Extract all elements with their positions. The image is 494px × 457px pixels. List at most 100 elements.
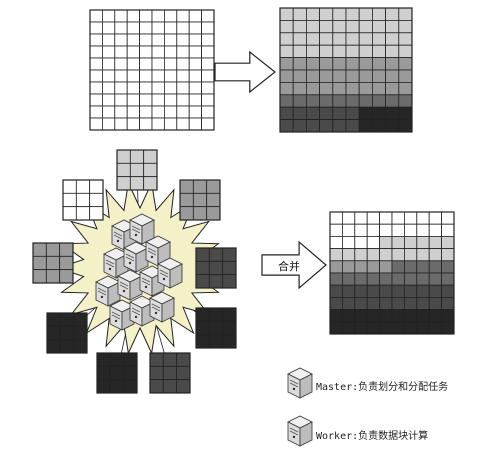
- grid-cell: [179, 192, 194, 208]
- grid-cell: [102, 105, 116, 119]
- grid-cell: [366, 296, 381, 310]
- grid-cell: [89, 105, 103, 119]
- grid-cell: [279, 7, 294, 21]
- grid-cell: [116, 176, 131, 191]
- grid-cell: [126, 69, 140, 83]
- grid-cell: [441, 223, 455, 237]
- grid-cell: [416, 211, 430, 225]
- grid-cell: [62, 206, 77, 221]
- grid-cell: [89, 45, 103, 59]
- block-top-left: [62, 179, 104, 221]
- grid-cell: [366, 235, 381, 249]
- grid-cell: [222, 334, 237, 349]
- grid-cell: [188, 57, 202, 71]
- grid-cell: [279, 119, 294, 133]
- grid-cell: [341, 284, 356, 298]
- grid-cell: [208, 274, 224, 289]
- server-icon: [117, 269, 143, 301]
- grid-cell: [126, 57, 140, 71]
- grid-cell: [332, 7, 347, 21]
- grid-cell: [385, 82, 400, 96]
- grid-cell: [332, 19, 347, 34]
- grid-cell: [102, 117, 116, 131]
- grid-cell: [371, 94, 386, 108]
- server-icon: [157, 257, 183, 289]
- grid-cell: [123, 379, 138, 394]
- grid-cell: [109, 379, 125, 394]
- grid-cell: [345, 57, 360, 71]
- grid-cell: [292, 7, 307, 21]
- grid-cell: [89, 206, 104, 221]
- grid-cell: [129, 149, 145, 164]
- grid-cell: [292, 57, 307, 71]
- grid-cell: [319, 106, 334, 120]
- grid-cell: [391, 248, 405, 262]
- grid-cell: [62, 179, 77, 194]
- grid-cell: [114, 69, 128, 83]
- grid-cell: [371, 19, 386, 34]
- grid-cell: [149, 352, 164, 367]
- grid-border: [279, 7, 413, 133]
- grid-cell: [305, 119, 320, 133]
- grid-cell: [403, 272, 418, 286]
- grid-cell: [305, 106, 320, 120]
- grid-cell: [163, 57, 178, 71]
- grid-cell: [195, 274, 210, 289]
- block-left: [32, 242, 74, 284]
- grid-cell: [391, 296, 405, 310]
- grid-cell: [126, 81, 140, 95]
- grid-cell: [129, 162, 145, 178]
- grid-cell: [332, 57, 347, 71]
- grid-cell: [398, 106, 413, 120]
- grid-cell: [114, 9, 128, 23]
- grid-cell: [116, 149, 131, 164]
- grid-cell: [139, 105, 153, 119]
- grid-cell: [89, 57, 103, 71]
- grid-cell: [354, 272, 368, 286]
- grid-cell: [319, 7, 334, 21]
- grid-border: [195, 247, 237, 289]
- grid-cell: [188, 21, 202, 35]
- grid-cell: [379, 272, 393, 286]
- grid-cell: [89, 81, 103, 95]
- grid-cell: [279, 19, 294, 34]
- grid-border: [116, 149, 158, 191]
- grid-cell: [403, 260, 418, 274]
- block-top: [116, 149, 158, 191]
- grid-cell: [358, 19, 373, 34]
- grid-cell: [441, 272, 455, 286]
- grid-cell: [428, 309, 443, 323]
- grid-cell: [201, 9, 215, 23]
- grid-cell: [398, 32, 413, 46]
- grid-cell: [366, 309, 381, 323]
- grid-cell: [73, 339, 88, 354]
- grid-cell: [416, 309, 430, 323]
- grid-cell: [179, 206, 194, 221]
- grid-cell: [358, 69, 373, 83]
- grid-cell: [96, 365, 111, 381]
- grid-cell: [428, 260, 443, 274]
- grid-cell: [371, 32, 386, 46]
- grid-cell: [305, 7, 320, 21]
- grid-cell: [46, 339, 61, 354]
- grid-cell: [176, 9, 190, 23]
- grid-cell: [188, 117, 202, 131]
- grid-cell: [366, 248, 381, 262]
- grid-cell: [329, 272, 343, 286]
- grid-cell: [385, 19, 400, 34]
- grid-cell: [329, 248, 343, 262]
- grid-cell: [358, 7, 373, 21]
- grid-cell: [176, 365, 191, 381]
- grid-cell: [114, 117, 128, 131]
- grid-cell: [292, 19, 307, 34]
- grid-cell: [163, 21, 178, 35]
- grid-cell: [354, 248, 368, 262]
- grid-cell: [59, 269, 74, 284]
- grid-cell: [329, 235, 343, 249]
- grid-cell: [176, 105, 190, 119]
- grid-cell: [163, 45, 178, 59]
- grid-cell: [379, 321, 393, 335]
- grid-cell: [379, 260, 393, 274]
- server-icon: [123, 241, 149, 273]
- grid-cell: [151, 69, 165, 83]
